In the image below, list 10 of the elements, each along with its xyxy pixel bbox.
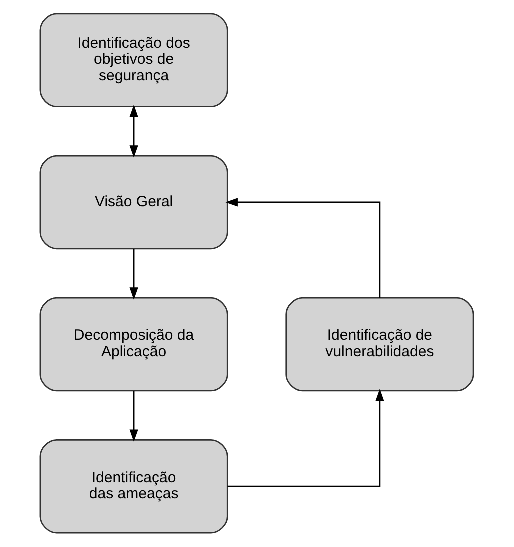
arrow [226, 198, 381, 298]
arrow [130, 391, 138, 442]
node-box: Identificação de vulnerabilidades [286, 297, 474, 392]
arrow [130, 248, 138, 300]
node-box: Identificação das ameaças [40, 439, 228, 534]
node-box: Identificação dos objetivos de segurança [40, 13, 228, 108]
arrow [228, 389, 384, 488]
node-box: Decomposição da Aplicação [40, 297, 228, 392]
node-box: Visão Geral [40, 155, 228, 250]
arrow [130, 104, 138, 158]
